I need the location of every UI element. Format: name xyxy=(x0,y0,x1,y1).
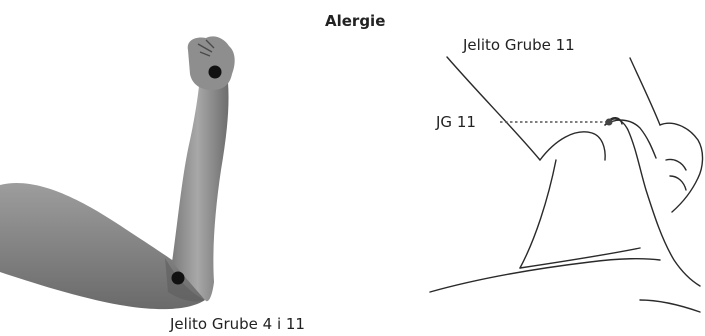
finger-lines xyxy=(666,159,686,190)
thumb-outline xyxy=(605,120,656,158)
lower-arm-inner xyxy=(520,248,640,268)
acupoint-marker-jg11-drawing xyxy=(606,119,613,126)
elbow-crease-outline xyxy=(540,132,605,160)
acupoint-marker-jg11 xyxy=(172,272,185,285)
forearm-outline-upper xyxy=(630,58,660,125)
forearm xyxy=(172,78,229,301)
acupoint-marker-jg4 xyxy=(209,66,222,79)
locating-drawing xyxy=(430,57,703,312)
hand-outline xyxy=(605,119,700,286)
palm-outline xyxy=(660,123,703,212)
right-figure-caption: Jelito Grube 11 xyxy=(463,36,575,54)
arm-figure-caption: Jelito Grube 4 i 11 xyxy=(170,315,305,333)
forearm-inner-outline xyxy=(520,160,556,268)
page-title: Alergie xyxy=(325,12,385,30)
upper-arm-outline xyxy=(447,57,540,160)
jg11-point-label: JG 11 xyxy=(436,113,476,131)
wrist-outline xyxy=(640,300,700,312)
flexed-arm-figure xyxy=(0,36,235,309)
